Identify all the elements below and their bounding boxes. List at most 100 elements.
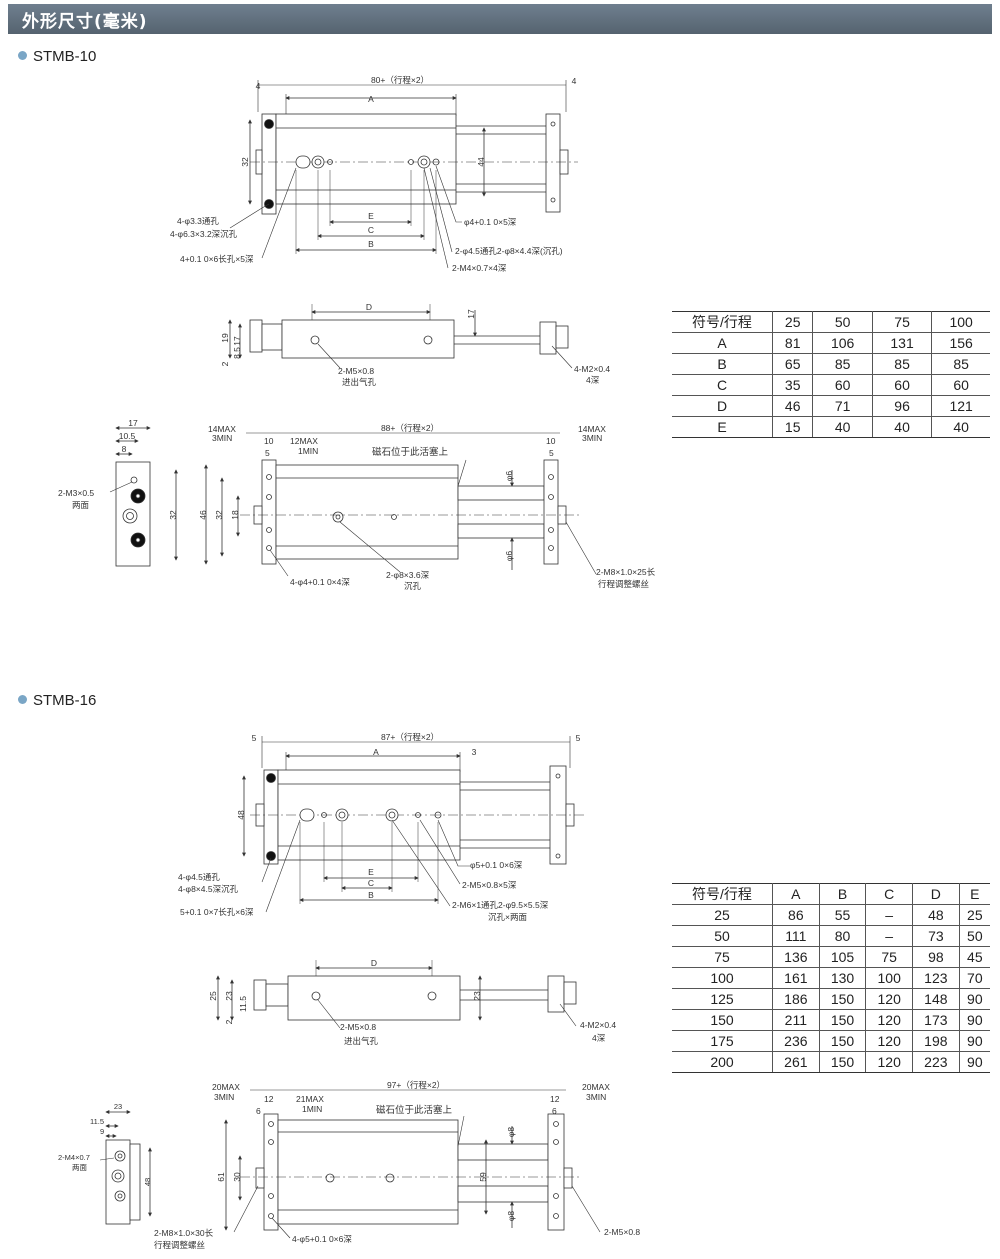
table-cell: D [672, 395, 773, 417]
note-magnet: 磁石位于此活塞上 [372, 446, 449, 458]
table-cell: 186 [772, 988, 820, 1010]
dim-23-right: 23 [472, 991, 482, 1001]
dim-12-right: 12 [550, 1094, 560, 1104]
dim-20max-left: 20MAX [212, 1082, 240, 1092]
note-m3: 2-M3×0.5 [58, 488, 94, 498]
table-cell: 35 [772, 374, 814, 396]
table-cell: 50 [959, 925, 990, 947]
table-header-cell: A [772, 883, 820, 905]
dim-phi8-bottom: φ8 [506, 1211, 516, 1222]
dim-c: C [368, 225, 374, 235]
table-cell: 121 [931, 395, 990, 417]
table-cell: 120 [865, 1009, 914, 1031]
note-m6-desc: 沉孔×两面 [488, 912, 527, 922]
dim-5-left: 5 [265, 448, 270, 458]
table-header-cell: B [819, 883, 867, 905]
table-header-cell: 75 [872, 311, 933, 333]
dim-1min: 1MIN [298, 446, 318, 456]
table-cell: 98 [912, 946, 960, 968]
table-header-cell: 符号/行程 [672, 311, 773, 333]
dim-12-left: 12 [264, 1094, 274, 1104]
stmb16-end-view [99, 1110, 152, 1225]
dim-total: 88+（行程×2） [381, 423, 439, 433]
section-stmb10-label: STMB-10 [18, 48, 96, 65]
model-name: STMB-10 [33, 48, 97, 65]
note-counterbore-desc: 沉孔 [404, 581, 422, 591]
note-m5: 2-M5×0.8 [604, 1227, 640, 1237]
dim-85: 8.5 [232, 347, 242, 359]
dim-phi6-top: φ6 [504, 471, 514, 482]
dim-d: D [366, 302, 372, 312]
dim-left: 5 [252, 733, 257, 743]
note-m6: 2-M6×1通孔2-φ9.5×5.5深 [452, 900, 549, 910]
note-m2-depth: 4深 [586, 375, 600, 385]
table-cell: 130 [819, 967, 867, 989]
table-cell: 55 [819, 904, 867, 926]
note-slot: 5+0.1 0×7长孔×6深 [180, 907, 254, 917]
note-pin: φ4+0.1 0×5深 [464, 217, 517, 227]
dim-8: 8 [122, 444, 127, 454]
stmb10-end-view [109, 426, 178, 567]
table-cell: 150 [819, 1030, 867, 1052]
stmb10-side-view [228, 304, 573, 369]
table-cell: 175 [672, 1030, 773, 1052]
table-cell: 100 [865, 967, 914, 989]
dim-left: 4 [256, 81, 261, 91]
table-cell: 100 [672, 967, 773, 989]
dim-20max-right: 20MAX [582, 1082, 610, 1092]
stmb16-top-view [242, 736, 585, 913]
table-cell: 15 [772, 416, 814, 438]
table-cell: 198 [912, 1030, 960, 1052]
table-header-cell: C [865, 883, 914, 905]
note-m5: 2-M5×0.8×5深 [462, 880, 517, 890]
table-cell: 85 [872, 353, 933, 375]
table-cell: 211 [772, 1009, 820, 1031]
dim-3min-right: 3MIN [586, 1092, 606, 1102]
table-cell: 173 [912, 1009, 960, 1031]
table-cell: 48 [912, 904, 960, 926]
note-both-sides: 两面 [72, 500, 90, 510]
model-name: STMB-16 [33, 692, 97, 709]
dim-b: B [368, 890, 374, 900]
dim-23: 23 [114, 1102, 122, 1111]
table-cell: 123 [912, 967, 960, 989]
dim-23: 23 [224, 991, 234, 1001]
note-hole: 4-φ4.5通孔 [178, 872, 220, 882]
dim-32: 32 [214, 510, 224, 520]
table-cell: 40 [931, 416, 990, 438]
dim-right: 5 [576, 733, 581, 743]
table-cell: 200 [672, 1051, 773, 1073]
dim-12max: 12MAX [290, 436, 318, 446]
table-cell: B [672, 353, 773, 375]
table-cell: 236 [772, 1030, 820, 1052]
note-port: 2-M5×0.8 [338, 366, 374, 376]
note-pin: 4-φ4+0.1 0×4深 [290, 577, 350, 587]
table-cell: 80 [819, 925, 867, 947]
section-stmb16-label: STMB-16 [18, 692, 96, 709]
table-cell: 40 [872, 416, 933, 438]
dim-e: E [368, 867, 374, 877]
table-cell: – [865, 925, 914, 947]
note-magnet: 磁石位于此活塞上 [376, 1104, 453, 1116]
table-header-cell: D [912, 883, 960, 905]
table-cell: 60 [872, 374, 933, 396]
dim-2: 2 [220, 361, 230, 366]
page-title: 外形尺寸(毫米) [22, 12, 148, 32]
dim-10-left: 10 [264, 436, 274, 446]
table-cell: A [672, 332, 773, 354]
table-cell: 81 [772, 332, 814, 354]
table-cell: 120 [865, 988, 914, 1010]
note-port: 2-M5×0.8 [340, 1022, 376, 1032]
note-hole: 4-φ3.3通孔 [177, 216, 219, 226]
note-pin: φ5+0.1 0×6深 [470, 860, 523, 870]
stmb10-bottom-view [204, 432, 597, 577]
dim-total: 97+（行程×2） [387, 1080, 445, 1090]
